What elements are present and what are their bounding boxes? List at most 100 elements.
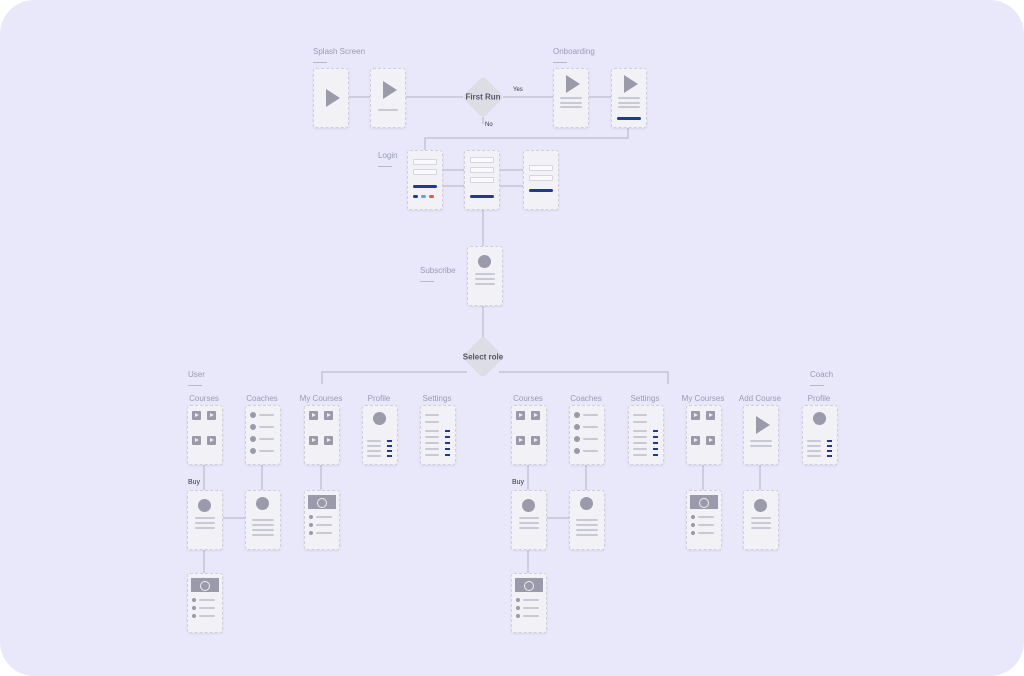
section-label-coach: Coach xyxy=(810,370,833,386)
screen-coach-courses[interactable] xyxy=(511,405,547,465)
toggle xyxy=(445,442,450,444)
screen-user-coach-detail[interactable] xyxy=(245,490,281,550)
screen-coach-bought-course[interactable] xyxy=(511,573,547,633)
text-line xyxy=(425,421,439,423)
text-line xyxy=(751,522,771,524)
screen-onboarding-1[interactable] xyxy=(553,68,589,128)
text-line xyxy=(807,450,821,452)
text-line xyxy=(560,102,582,104)
screen-coach-course-added[interactable] xyxy=(743,490,779,550)
toggle xyxy=(387,445,392,447)
text-line xyxy=(259,438,274,440)
screen-coach-add-course[interactable] xyxy=(743,405,779,465)
screen-user-profile[interactable] xyxy=(362,405,398,465)
text-line xyxy=(750,440,772,442)
toggle xyxy=(445,454,450,456)
screen-subscribe[interactable] xyxy=(467,246,503,306)
section-label-onboarding: Onboarding xyxy=(553,47,595,63)
text-line xyxy=(618,97,640,99)
user-icon xyxy=(250,412,256,418)
social-login-icon xyxy=(413,195,418,198)
text-line xyxy=(523,615,539,617)
screen-user-bought-course[interactable] xyxy=(187,573,223,633)
check-icon xyxy=(478,255,491,268)
screen-forgot-password[interactable] xyxy=(523,150,559,210)
text-line xyxy=(633,430,647,432)
user-icon xyxy=(574,424,580,430)
screen-coach-coach-detail[interactable] xyxy=(569,490,605,550)
text-line xyxy=(252,534,274,536)
screen-splash-1[interactable] xyxy=(313,68,349,128)
user-icon xyxy=(580,497,593,510)
screen-coach-settings[interactable] xyxy=(628,405,664,465)
user-icon xyxy=(373,412,386,425)
toggle xyxy=(387,450,392,452)
list-bullet-icon xyxy=(192,598,196,602)
play-icon xyxy=(309,436,318,445)
text-line xyxy=(259,426,274,428)
list-bullet-icon xyxy=(516,598,520,602)
toggle xyxy=(653,436,658,438)
screen-coach-buy[interactable] xyxy=(511,490,547,550)
screen-login[interactable] xyxy=(407,150,443,210)
text-line xyxy=(523,607,539,609)
list-bullet-icon xyxy=(309,515,313,519)
text-line xyxy=(425,442,439,444)
text-line xyxy=(618,106,640,108)
text-line xyxy=(583,450,598,452)
buy-label-user: Buy xyxy=(188,479,201,486)
login-button xyxy=(413,185,437,188)
progress-bar xyxy=(378,109,398,111)
user-icon xyxy=(813,412,826,425)
screen-coach-profile[interactable] xyxy=(802,405,838,465)
list-bullet-icon xyxy=(309,531,313,535)
screen-onboarding-2[interactable] xyxy=(611,68,647,128)
screen-label-coach-add-course: Add Course xyxy=(738,394,782,403)
screen-user-coaches[interactable] xyxy=(245,405,281,465)
user-icon xyxy=(574,448,580,454)
screen-label-coach-coaches: Coaches xyxy=(570,394,602,403)
text-line xyxy=(750,445,772,447)
user-icon xyxy=(574,412,580,418)
user-icon xyxy=(250,436,256,442)
text-line xyxy=(633,414,647,416)
screen-user-course-player[interactable] xyxy=(304,490,340,550)
screen-label-user-profile: Profile xyxy=(367,394,391,403)
screen-user-my-courses[interactable] xyxy=(304,405,340,465)
text-line xyxy=(367,450,381,452)
screen-user-settings[interactable] xyxy=(420,405,456,465)
toggle xyxy=(445,430,450,432)
play-icon xyxy=(516,411,525,420)
screen-coach-my-courses[interactable] xyxy=(686,405,722,465)
screen-coach-course-player[interactable] xyxy=(686,490,722,550)
screen-coach-coaches[interactable] xyxy=(569,405,605,465)
list-bullet-icon xyxy=(192,606,196,610)
text-line xyxy=(367,445,381,447)
screen-splash-2[interactable] xyxy=(370,68,406,128)
text-line xyxy=(259,414,274,416)
logo-icon xyxy=(624,75,638,93)
section-label-splash: Splash Screen xyxy=(313,47,365,63)
text-line xyxy=(633,436,647,438)
input-field xyxy=(529,165,553,171)
decision-first-run-label: First Run xyxy=(465,92,501,102)
list-bullet-icon xyxy=(516,614,520,618)
section-label-user: User xyxy=(188,370,205,386)
input-field xyxy=(413,159,437,165)
screen-user-buy[interactable] xyxy=(187,490,223,550)
text-line xyxy=(259,450,274,452)
video-player-icon xyxy=(191,578,219,592)
screen-user-courses[interactable] xyxy=(187,405,223,465)
screen-label-user-coaches: Coaches xyxy=(246,394,278,403)
text-line xyxy=(633,421,647,423)
text-line xyxy=(475,273,495,275)
toggle xyxy=(445,448,450,450)
text-line xyxy=(807,445,821,447)
section-label-login: Login xyxy=(378,151,398,167)
text-line xyxy=(751,517,771,519)
check-icon xyxy=(754,499,767,512)
text-line xyxy=(519,517,539,519)
screen-signup[interactable] xyxy=(464,150,500,210)
